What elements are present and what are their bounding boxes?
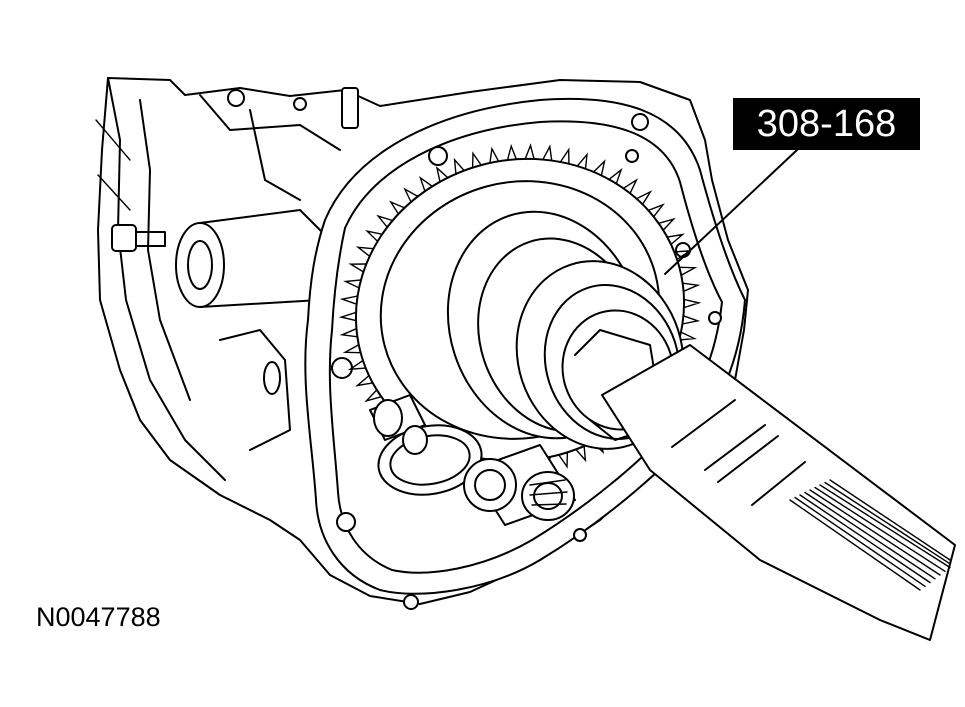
spline-line — [819, 484, 951, 569]
spline-line — [824, 481, 951, 565]
tool-callout-label: 308-168 — [733, 98, 920, 150]
figure-id-label: N0047788 — [36, 602, 161, 632]
spline-line — [814, 486, 946, 572]
spline-line — [809, 489, 941, 576]
callout-leader-line — [664, 149, 798, 275]
spline-line — [799, 494, 931, 584]
spline-line — [804, 491, 936, 580]
spline-line — [789, 499, 921, 591]
spline-line — [794, 496, 926, 587]
output-stub — [463, 444, 576, 526]
spline-line — [829, 479, 951, 561]
driver-handle — [601, 344, 956, 641]
pinion-gear — [369, 394, 483, 496]
